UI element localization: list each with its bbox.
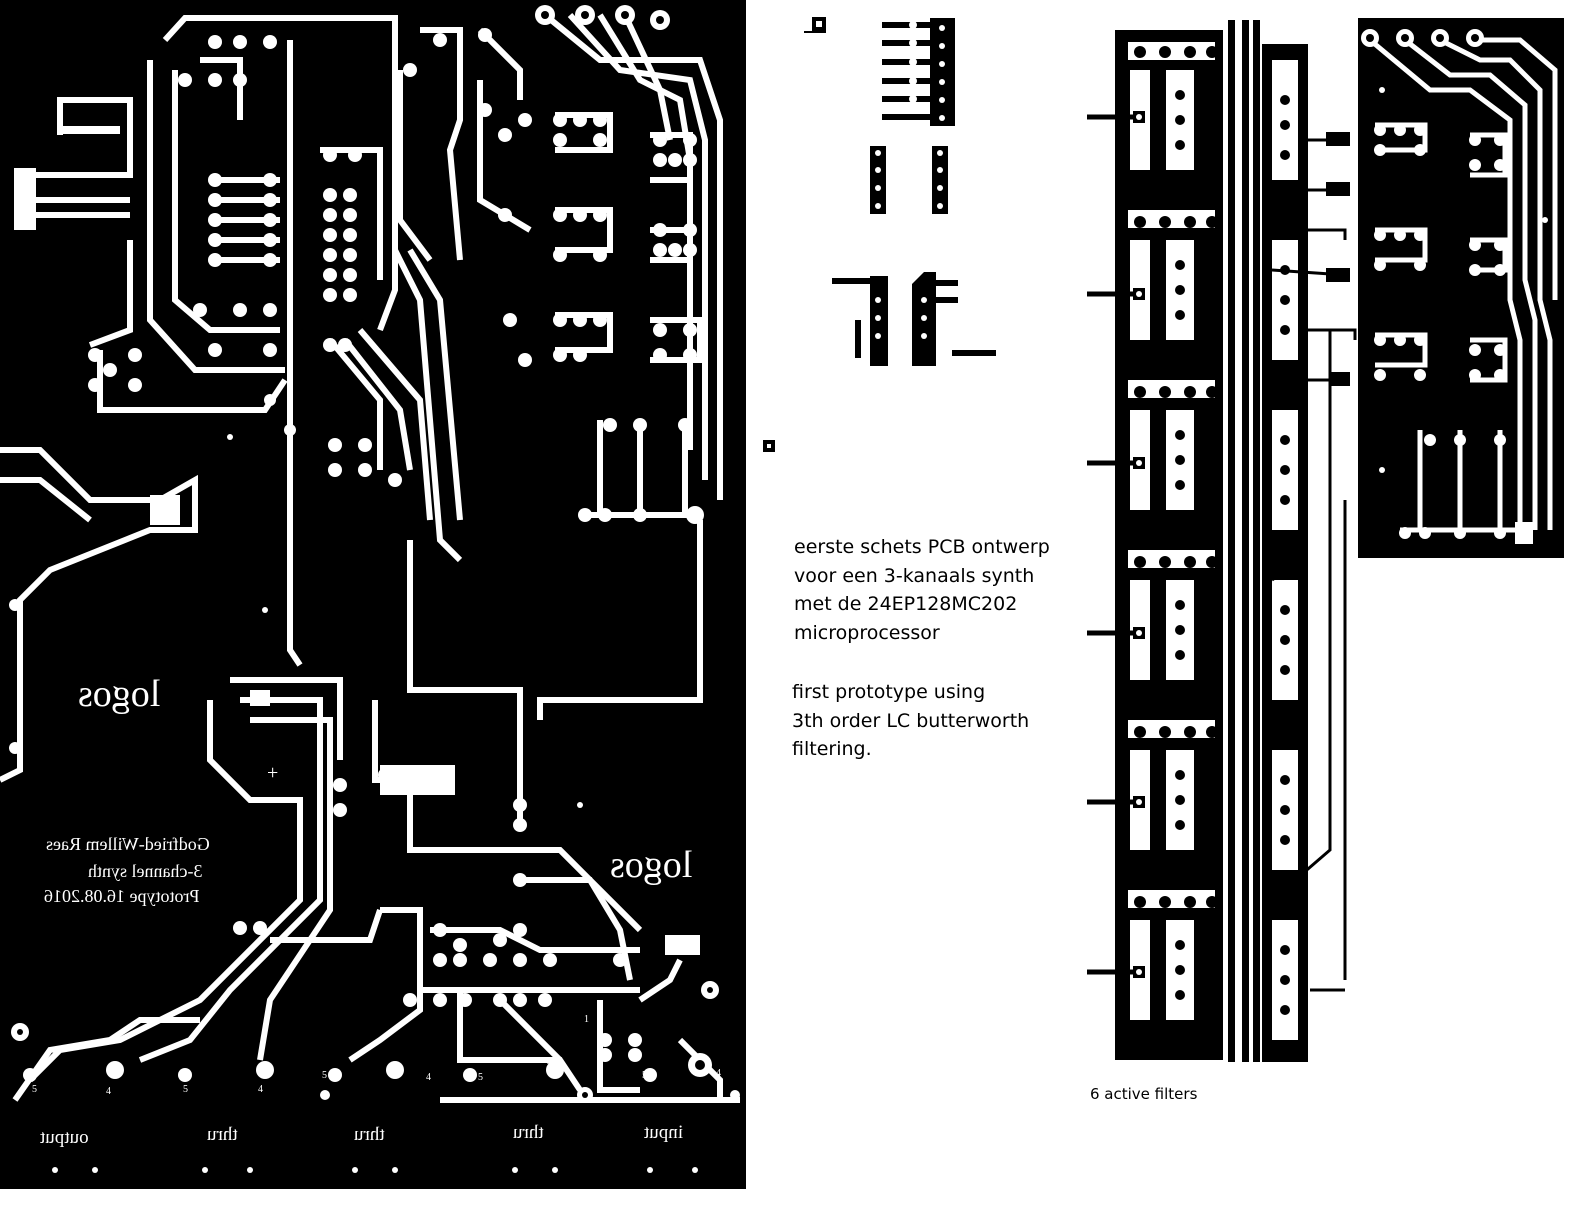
note-line: first prototype using bbox=[792, 681, 986, 703]
plus-mark: + bbox=[267, 762, 279, 784]
filter-strip bbox=[1087, 20, 1357, 1062]
credit-name: Godfried-Willem Raes bbox=[46, 834, 210, 854]
logo-mark-lower: logos bbox=[610, 844, 693, 886]
ic-pad-fragment bbox=[870, 146, 948, 214]
logo-mark-upper: logos bbox=[78, 673, 161, 715]
connector-label-output: output bbox=[40, 1127, 89, 1148]
note-line: filtering. bbox=[792, 738, 872, 760]
pin-label: 1 bbox=[584, 1014, 589, 1025]
pin-label: 4 bbox=[716, 1068, 721, 1079]
filter-board-caption: 6 active filters bbox=[1090, 1085, 1198, 1103]
regulator-fragment bbox=[832, 272, 996, 366]
pin-label: 4 bbox=[106, 1086, 111, 1097]
credit-project: 3-channel synth bbox=[88, 861, 203, 881]
pin-label: 5 bbox=[183, 1084, 188, 1095]
connector-fragment bbox=[804, 17, 826, 33]
note-line: met de 24EP128MC202 bbox=[794, 593, 1018, 615]
main-pcb-traces bbox=[0, 5, 740, 1173]
connector-label-thru-3: thru bbox=[513, 1122, 544, 1143]
pin-label: 4 bbox=[426, 1072, 431, 1083]
pin-label: 4 bbox=[547, 1057, 552, 1068]
filter-output-block bbox=[1358, 18, 1564, 558]
credit-prototype: Prototype 16.08.2016 bbox=[44, 886, 200, 906]
connector-label-thru-2: thru bbox=[354, 1124, 385, 1145]
main-pcb-board: logos logos + Godfried-Willem Raes 3-cha… bbox=[0, 0, 746, 1189]
pin-label: 5 bbox=[322, 1070, 327, 1081]
note-line: 3th order LC butterworth bbox=[792, 709, 1030, 732]
pin-header-fragment bbox=[882, 18, 955, 126]
note-line: voor een 3-kanaals synth bbox=[794, 564, 1035, 587]
note-line: eerste schets PCB ontwerp bbox=[794, 536, 1050, 558]
connector-label-thru-1: thru bbox=[207, 1124, 238, 1145]
note-line: microprocessor bbox=[794, 621, 940, 644]
pin-label: 5 bbox=[478, 1072, 483, 1083]
english-notes: first prototype using 3th order LC butte… bbox=[792, 678, 1029, 764]
pin-label: 4 bbox=[258, 1084, 263, 1095]
dutch-notes: eerste schets PCB ontwerp voor een 3-kan… bbox=[794, 533, 1050, 647]
pin-label: 5 bbox=[32, 1084, 37, 1095]
connector-label-input: input bbox=[644, 1122, 684, 1143]
pin-label: 5 bbox=[642, 1070, 647, 1081]
via-fragment bbox=[763, 440, 775, 452]
